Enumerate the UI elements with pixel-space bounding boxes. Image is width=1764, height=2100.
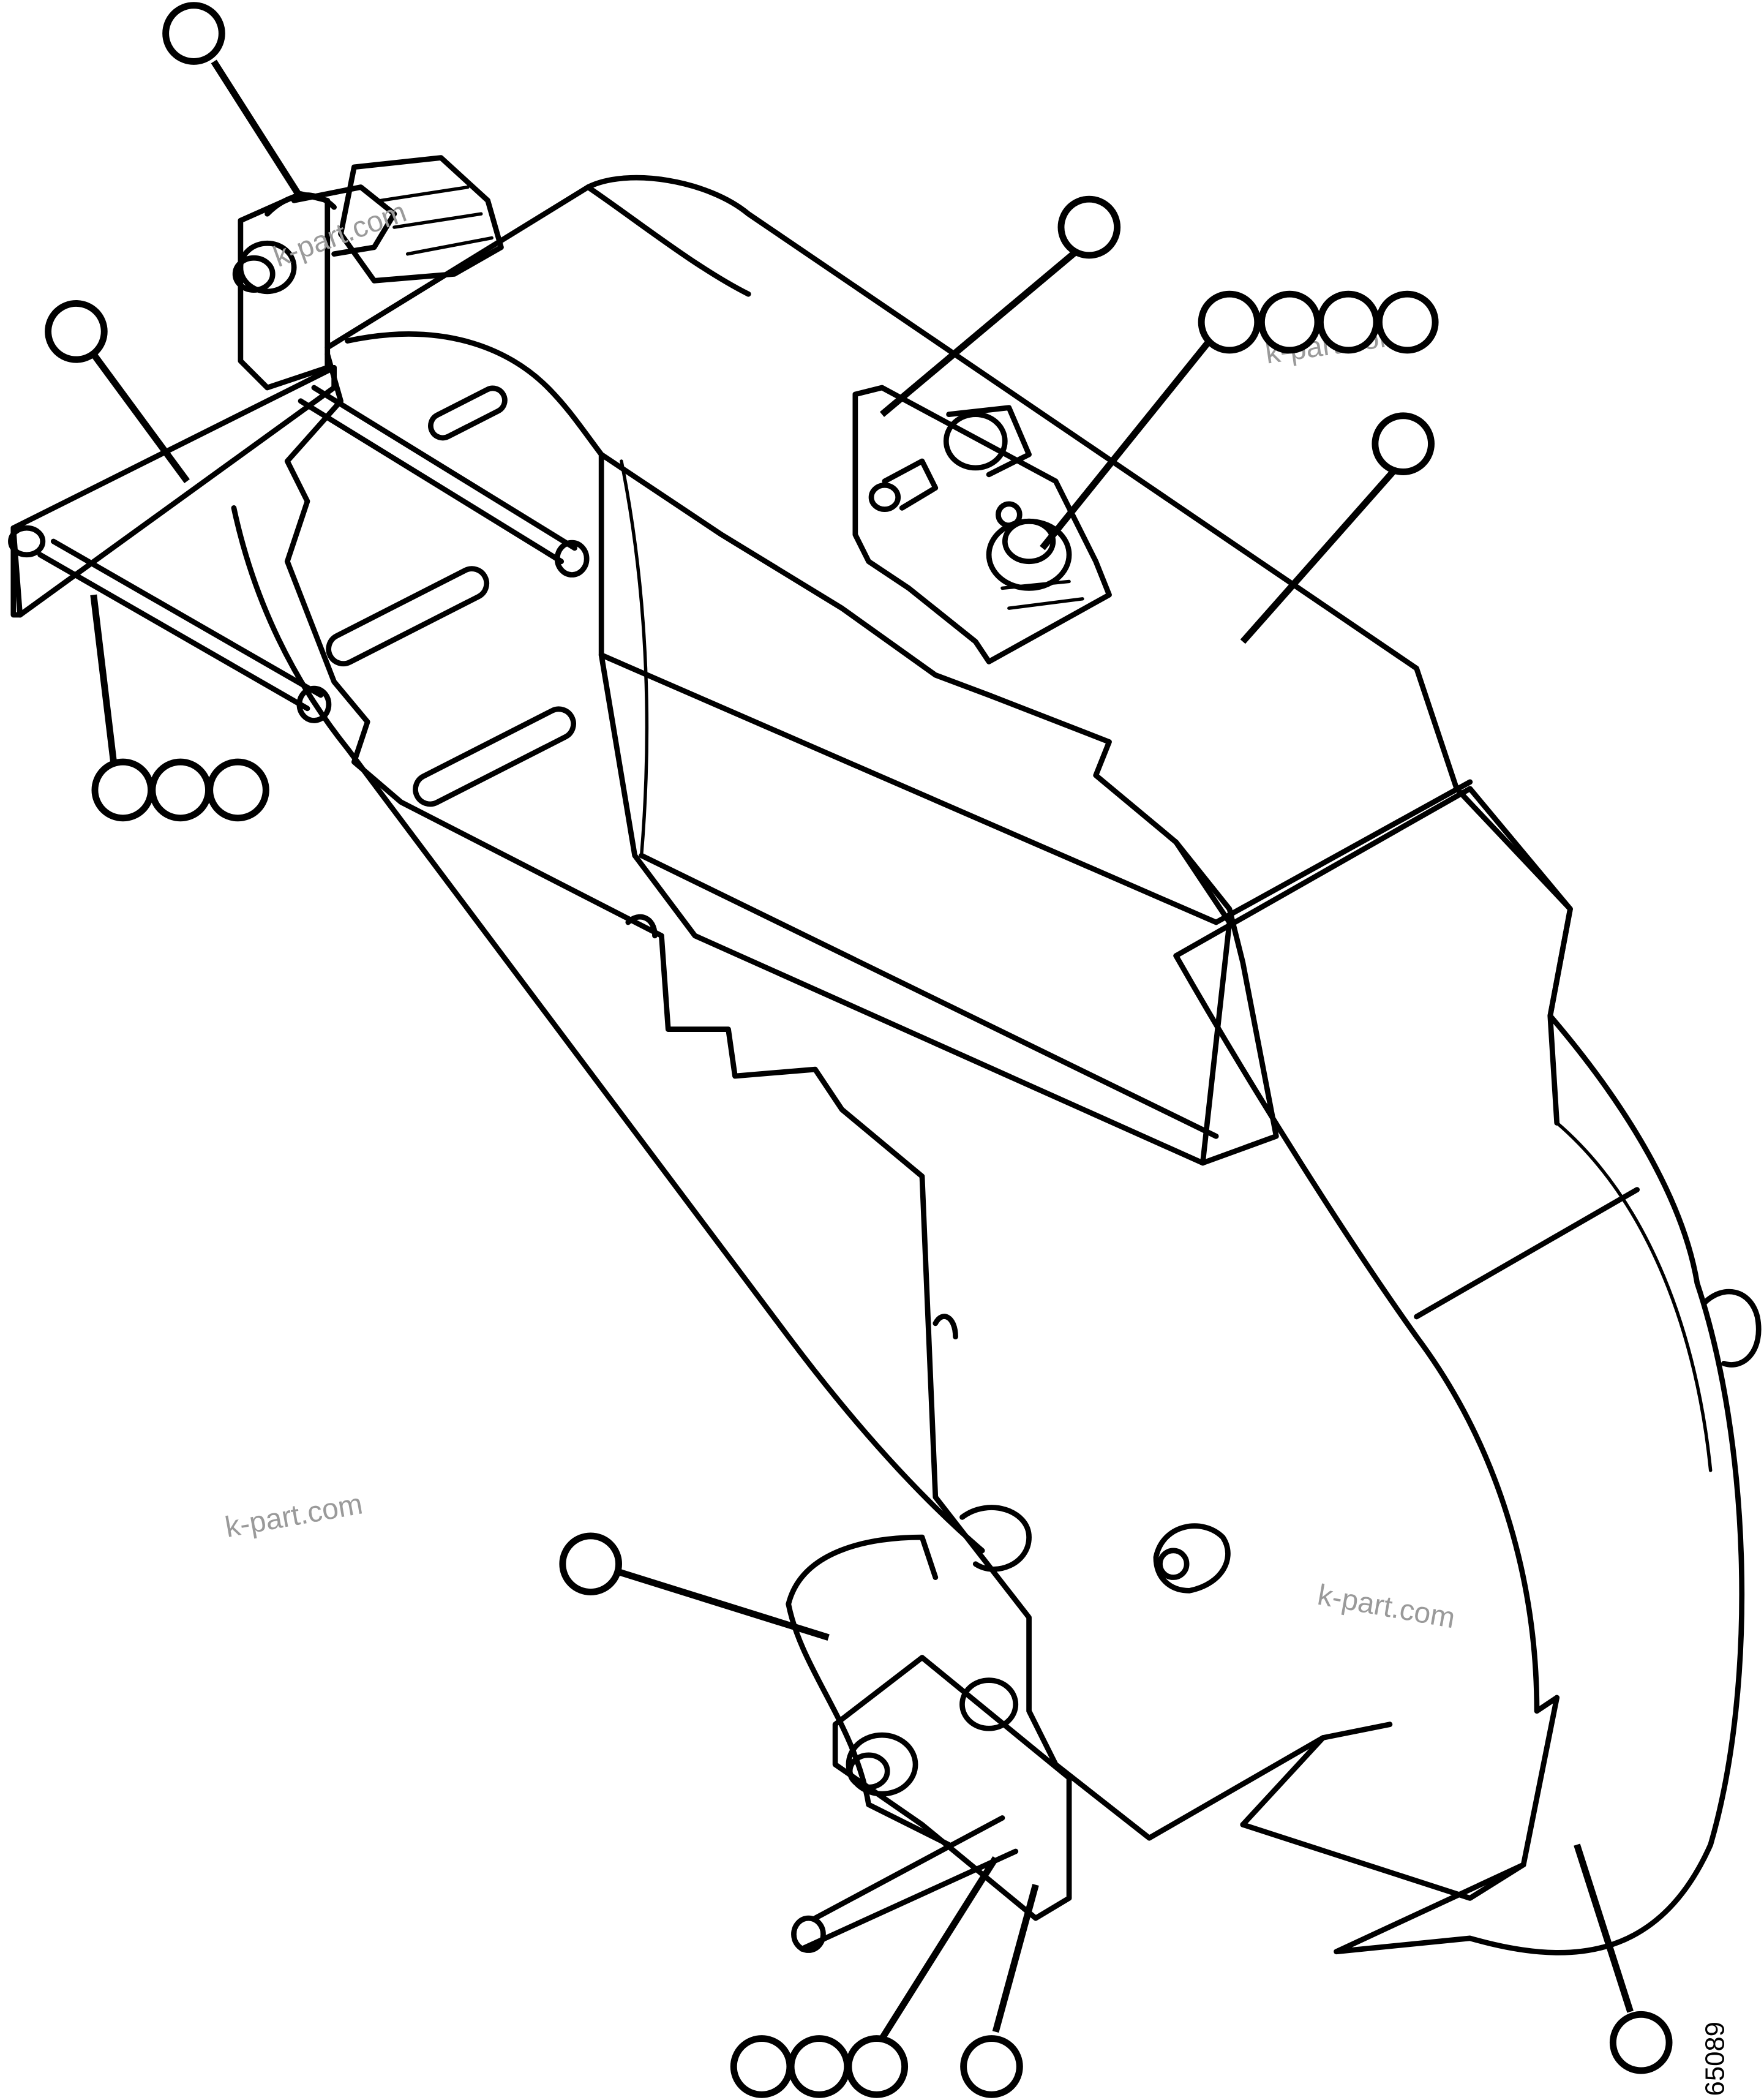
drawing-number: 65089 [1700, 2022, 1730, 2096]
top-bracket [232, 155, 504, 391]
callout-balloon [845, 2035, 909, 2098]
callout-balloon [559, 1532, 622, 1596]
watermark-right: k-part.com [1315, 1579, 1457, 1635]
callout-balloon [1057, 195, 1121, 259]
callout-balloon [1375, 290, 1439, 354]
watermark-top: k-part.com [269, 196, 411, 274]
callout-balloon [1258, 290, 1321, 354]
middle-bracket [852, 385, 1112, 664]
callout-balloon [1198, 290, 1261, 354]
callout-balloon [206, 758, 269, 822]
callout-balloon [787, 2035, 851, 2098]
callout-balloon [91, 758, 155, 822]
callout-balloons [45, 2, 1673, 2098]
callout-balloon [1372, 412, 1435, 475]
callout-balloon [1609, 2011, 1673, 2074]
callout-balloon [45, 300, 108, 363]
callout-balloon [162, 2, 225, 65]
curved-shield [1173, 786, 1745, 1955]
crossbar-bracket [8, 364, 590, 723]
callout-balloon [960, 2035, 1023, 2098]
callout-balloon [1316, 290, 1380, 354]
callout-balloon [149, 758, 212, 822]
watermark-left: k-part.com [223, 1488, 365, 1544]
lower-bracket [625, 914, 1762, 1953]
callout-balloon [730, 2035, 794, 2098]
side-plate [231, 352, 1326, 1841]
leader-lines [90, 59, 1634, 2041]
